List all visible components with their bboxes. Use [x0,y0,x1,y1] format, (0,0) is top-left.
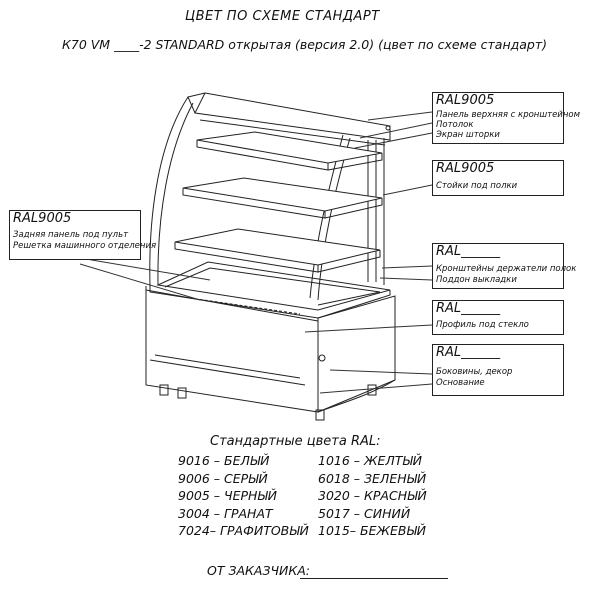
callout-line: Потолок [436,120,474,130]
callout-code: RAL______ [436,301,501,316]
color-item: 7024– ГРАФИТОВЫЙ [178,523,309,538]
callout-top: RAL9005 Панель верхняя с кронштейном Пот… [432,92,580,144]
callout-line: Профиль под стекло [436,320,529,330]
customer-signature-line[interactable] [300,578,448,579]
callout-line: Стойки под полки [436,181,518,191]
callout-line: Задняя панель под пульт [13,230,129,240]
callout-code: RAL9005 [436,93,495,108]
colors-right-column: 1016 – ЖЕЛТЫЙ 6018 – ЗЕЛЕНЫЙ 3020 – КРАС… [318,452,427,540]
colors-left-column: 9016 – БЕЛЫЙ 9006 – СЕРЫЙ 9005 – ЧЕРНЫЙ … [178,452,309,540]
color-item: 5017 – СИНИЙ [318,505,411,521]
top-panel [187,92,391,146]
page-subtitle: К70 VM ____-2 STANDARD открытая (версия … [62,37,548,52]
callout-posts: RAL9005 Стойки под полки [432,160,564,196]
callout-line: Панель верхняя с кронштейном [436,110,580,120]
shelf-1 [196,131,383,171]
callout-line: Решетка машинного отделения [13,241,157,251]
callout-line: Поддон выкладки [436,275,517,285]
color-item: 9016 – БЕЛЫЙ [178,453,270,468]
colors-heading: Стандартные цвета RAL: [210,434,381,449]
color-item: 6018 – ЗЕЛЕНЫЙ [318,470,427,486]
shelf-3 [174,228,381,273]
callout-line: Основание [436,378,485,388]
customer-label: ОТ ЗАКАЗЧИКА: [207,563,311,578]
color-item: 3020 – КРАСНЫЙ [318,488,427,503]
callout-rear: RAL9005 Задняя панель под пульт Решетка … [9,210,156,260]
leader-lines [79,111,433,394]
callout-side: RAL______ Боковины, декор Основание [432,344,564,396]
callout-line: Экран шторки [436,130,500,140]
color-item: 1015– БЕЖЕВЫЙ [318,523,427,538]
color-item: 3004 – ГРАНАТ [178,505,273,521]
body-base [145,286,396,413]
callout-code: RAL______ [436,345,501,360]
shelf-2 [182,177,383,219]
feet [159,384,377,421]
callout-line: Боковины, декор [436,367,513,377]
callout-profile: RAL______ Профиль под стекло [432,300,564,335]
callout-code: RAL______ [436,244,501,259]
color-item: 9005 – ЧЕРНЫЙ [178,488,277,503]
callout-line: Кронштейны держатели полок [436,264,577,274]
page-title: ЦВЕТ ПО СХЕМЕ СТАНДАРТ [185,9,380,24]
display-tray [149,261,391,319]
color-item: 9006 – СЕРЫЙ [178,470,268,486]
color-item: 1016 – ЖЕЛТЫЙ [318,453,422,468]
callout-brackets: RAL______ Кронштейны держатели полок Под… [432,243,576,289]
callout-code: RAL9005 [13,211,72,226]
callout-code: RAL9005 [436,161,495,176]
